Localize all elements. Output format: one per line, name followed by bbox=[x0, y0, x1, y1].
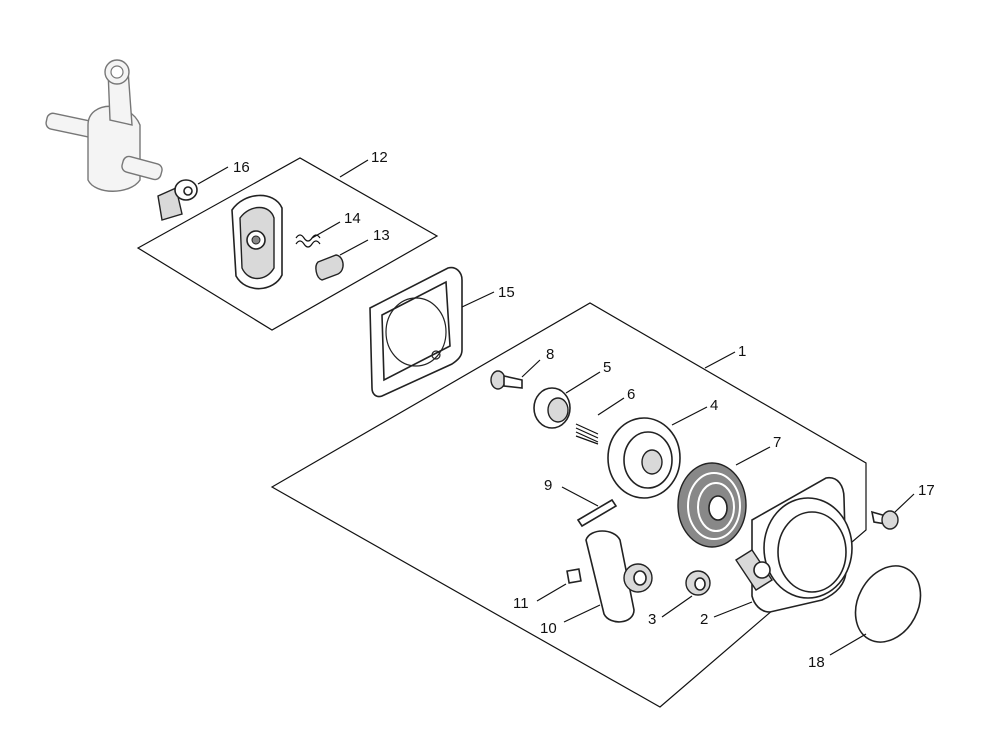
callout-9: 9 bbox=[544, 477, 552, 494]
callout-17: 17 bbox=[918, 482, 935, 499]
part-7-recoil-spring bbox=[677, 462, 747, 548]
part-8-bolt bbox=[490, 370, 523, 390]
callout-4: 4 bbox=[710, 397, 718, 414]
leader-2 bbox=[713, 601, 753, 618]
callout-13: 13 bbox=[373, 227, 390, 244]
leader-7 bbox=[735, 446, 771, 466]
group-box-12 bbox=[136, 157, 439, 331]
leader-13 bbox=[339, 239, 369, 256]
leader-17 bbox=[894, 493, 915, 513]
group-box-1 bbox=[270, 302, 867, 708]
callout-12: 12 bbox=[371, 149, 388, 166]
callout-15: 15 bbox=[498, 284, 515, 301]
leader-5 bbox=[565, 371, 601, 394]
leader-9 bbox=[561, 486, 599, 507]
leader-11 bbox=[536, 583, 567, 602]
part-14-spring bbox=[295, 234, 321, 248]
part-13-pawl bbox=[315, 254, 344, 281]
part-12-cover-plate bbox=[231, 194, 283, 290]
callout-5: 5 bbox=[603, 359, 611, 376]
leader-6 bbox=[597, 397, 625, 416]
leader-1 bbox=[704, 351, 736, 369]
leader-12 bbox=[339, 159, 369, 178]
leader-16 bbox=[197, 166, 229, 185]
callout-8: 8 bbox=[546, 346, 554, 363]
leader-15 bbox=[461, 291, 495, 308]
part-15-gasket bbox=[369, 266, 463, 398]
leader-10 bbox=[563, 604, 601, 623]
callout-18: 18 bbox=[808, 654, 825, 671]
part-3-bushing bbox=[685, 570, 711, 596]
callout-7: 7 bbox=[773, 434, 781, 451]
part-5-pulley-hub bbox=[533, 387, 571, 429]
part-18-cover-disc bbox=[854, 565, 922, 643]
callout-2: 2 bbox=[700, 611, 708, 628]
leader-lines bbox=[197, 159, 915, 656]
leader-18 bbox=[829, 633, 867, 656]
callout-10: 10 bbox=[540, 620, 557, 637]
callout-6: 6 bbox=[627, 386, 635, 403]
callout-1: 1 bbox=[738, 343, 746, 360]
callout-14: 14 bbox=[344, 210, 361, 227]
part-11-clip bbox=[566, 568, 582, 584]
part-10-handle bbox=[585, 530, 653, 623]
part-17-screw bbox=[870, 510, 899, 530]
leader-8 bbox=[521, 359, 541, 378]
crankshaft-reference bbox=[45, 59, 163, 192]
part-4-reel bbox=[607, 417, 681, 499]
leader-4 bbox=[671, 406, 708, 426]
part-16-key-plate bbox=[157, 179, 198, 221]
leader-3 bbox=[661, 595, 693, 618]
callout-16: 16 bbox=[233, 159, 250, 176]
leader-14 bbox=[311, 221, 341, 239]
part-9-pin bbox=[576, 498, 618, 528]
part-2-starter-housing bbox=[735, 476, 853, 613]
callout-11: 11 bbox=[513, 595, 529, 612]
callout-3: 3 bbox=[648, 611, 656, 628]
part-6-spring bbox=[575, 423, 599, 445]
callout-labels: 1 2 3 4 5 6 7 8 9 10 11 12 13 14 15 16 1… bbox=[233, 149, 935, 671]
